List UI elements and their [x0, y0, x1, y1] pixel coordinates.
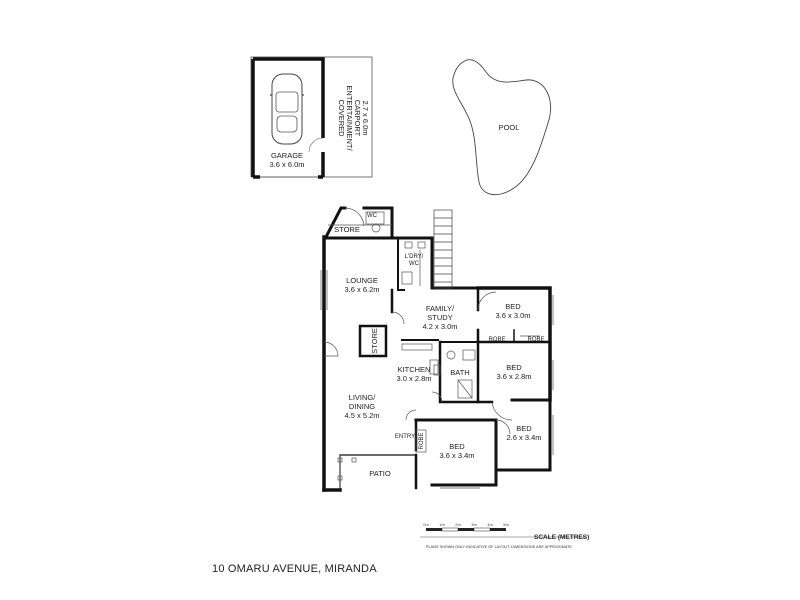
scale-disclaimer: PLANS SHOWN ONLY INDICATIVE OF LAYOUT. D…	[426, 545, 573, 549]
garage-block	[250, 56, 373, 179]
bed4-size: 3.6 x 3.4m	[439, 451, 474, 460]
scale-tick-5: 5m	[503, 522, 509, 527]
store-mid-name: STORE	[370, 328, 379, 354]
wc-name: WC	[367, 213, 378, 219]
store-top-name: STORE	[334, 225, 360, 234]
laundry-line1: L'DRY/	[405, 254, 424, 260]
carport-size: 2.7 x 6.0m	[361, 100, 370, 135]
bed2-name: BED	[506, 363, 522, 372]
robe2-name: ROBE	[527, 337, 544, 343]
robe3-name: ROBE	[419, 432, 425, 449]
kitchen-size: 3.0 x 2.8m	[396, 374, 431, 383]
scale-tick-0: 0m	[423, 522, 429, 527]
kitchen-name: KITCHEN	[398, 365, 431, 374]
scale-tick-1: 1m	[439, 522, 445, 527]
laundry-line2: WC	[409, 261, 420, 267]
living-line2: DINING	[349, 402, 375, 411]
patio-name: PATIO	[369, 469, 391, 478]
scale-tick-4: 4m	[487, 522, 493, 527]
garage-name: GARAGE	[271, 151, 303, 160]
carport-line2: ENTERTAINMENT/	[345, 85, 354, 151]
robe1-name: ROBE	[488, 337, 505, 343]
bed1-size: 3.6 x 3.0m	[495, 311, 530, 320]
bed3-size: 2.6 x 3.4m	[506, 433, 541, 442]
pool-outline	[452, 59, 552, 196]
family-size: 4.2 x 3.0m	[422, 322, 457, 331]
living-size: 4.5 x 5.2m	[344, 411, 379, 420]
entry-name: ENTRY	[395, 434, 415, 440]
stairs-icon	[433, 209, 453, 289]
carport-line3: CARPORT	[353, 100, 362, 137]
lounge-name: LOUNGE	[346, 276, 378, 285]
garage-size: 3.6 x 6.0m	[269, 160, 304, 169]
bed3-name: BED	[516, 424, 532, 433]
lounge-size: 3.6 x 6.2m	[344, 285, 379, 294]
scale-tick-3: 3m	[471, 522, 477, 527]
living-line1: LIVING/	[349, 393, 377, 402]
pool-name: POOL	[499, 123, 520, 132]
property-address: 10 OMARU AVENUE, MIRANDA	[212, 563, 377, 575]
bed4-name: BED	[449, 442, 465, 451]
scale-title: SCALE (METRES)	[534, 534, 589, 541]
bed1-name: BED	[505, 302, 521, 311]
family-line1: FAMILY/	[426, 304, 455, 313]
scale-tick-2: 2m	[455, 522, 461, 527]
family-line2: STUDY	[427, 313, 452, 322]
bath-name: BATH	[450, 368, 469, 377]
fixtures	[320, 207, 554, 489]
bed2-size: 3.6 x 2.8m	[496, 372, 531, 381]
carport-line1: COVERED	[337, 99, 346, 137]
scale-bar: 0m 1m 2m 3m 4m 5m SCALE (METRES) PLANS S…	[420, 522, 589, 549]
car-icon	[270, 73, 304, 145]
